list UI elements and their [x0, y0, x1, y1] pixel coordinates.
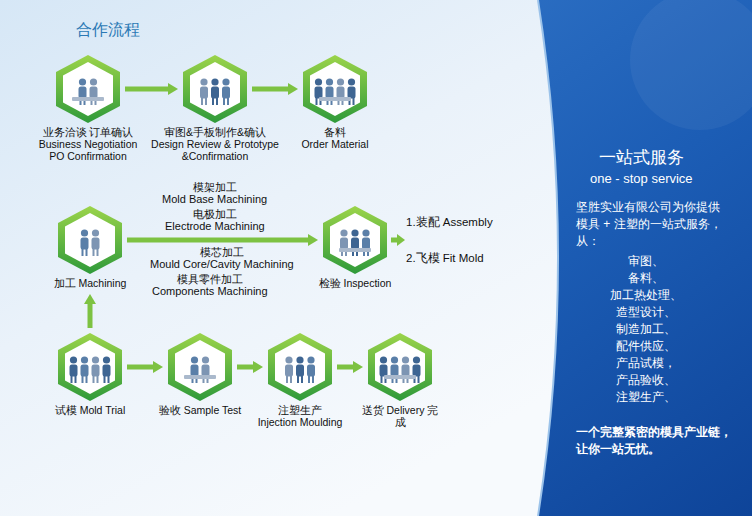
node-label: 试模 Mold Trial [55, 404, 125, 416]
node-label: 审图&手板制作&确认 [164, 126, 266, 138]
flow-arrow [125, 87, 170, 92]
hex-icon [323, 206, 387, 274]
step-note: 2.飞模 Fit Mold [406, 252, 484, 265]
node-label: 注塑生产 [278, 404, 322, 416]
glow [630, 0, 752, 130]
process-node: 试模 Mold Trial [58, 333, 122, 416]
panel-text: 配件供应、 [616, 339, 676, 353]
process-node: 业务洽谈 订单确认Business Negotiation PO Confirm… [56, 55, 120, 162]
step-note: 电极加工 [193, 208, 237, 221]
hex-icon [368, 333, 432, 401]
process-node: 加工 Machining [58, 206, 122, 289]
panel-text: 注塑生产、 [616, 390, 676, 404]
title: 合作流程 [76, 20, 140, 40]
panel-text: 一个完整紧密的模具产业链， 让你一站无忧。 [576, 424, 744, 458]
step-note: 模架加工 [193, 181, 237, 194]
hex-icon [56, 55, 120, 123]
step-note: Electrode Machining [165, 220, 265, 233]
flow-arrow [127, 238, 310, 243]
process-node: 备料Order Material [303, 55, 367, 150]
node-label: 检验 Inspection [319, 277, 392, 289]
step-note: Components Machining [152, 285, 268, 298]
node-label: 验收 Sample Test [159, 404, 242, 416]
hex-icon [58, 333, 122, 401]
flow-arrow [337, 365, 355, 370]
step-note: Mould Core/Cavity Machining [150, 258, 294, 271]
hex-icon [268, 333, 332, 401]
panel-text: 制造加工、 [616, 322, 676, 336]
node-label: 送货 Delivery 完成 [361, 404, 439, 428]
panel-text: 造型设计、 [616, 305, 676, 319]
small-arrow [391, 234, 405, 246]
node-label: 业务洽谈 订单确认 [43, 126, 134, 138]
flow-arrow [127, 365, 155, 370]
step-note: Mold Base Machining [162, 193, 267, 206]
node-label: Injection Moulding [258, 416, 343, 428]
process-node: 送货 Delivery 完成 [368, 333, 432, 428]
hex-icon [183, 55, 247, 123]
process-node: 审图&手板制作&确认Design Review & Prototype &Con… [183, 55, 247, 162]
node-label: Order Material [301, 138, 368, 150]
panel-text: 审图、 [628, 254, 664, 268]
light-panel [0, 0, 558, 516]
step-note: 模芯加工 [200, 246, 244, 259]
panel-text: 备料、 [628, 271, 664, 285]
process-node: 注塑生产Injection Moulding [268, 333, 332, 428]
node-label: 加工 Machining [54, 277, 127, 289]
step-note: 模具零件加工 [177, 273, 243, 286]
flow-arrow [88, 302, 93, 328]
panel-text: 一站式服务 [599, 148, 684, 168]
panel-edge [538, 0, 558, 516]
flow-arrow [252, 87, 290, 92]
node-label: Design Review & Prototype &Confirmation [140, 138, 290, 162]
hex-icon [168, 333, 232, 401]
panel-text: 产品试模， [616, 356, 676, 370]
process-node: 验收 Sample Test [168, 333, 232, 416]
hex-icon [303, 55, 367, 123]
panel-text: 产品验收、 [616, 373, 676, 387]
step-note: 1.装配 Assembly [406, 216, 493, 229]
flow-arrow [237, 365, 255, 370]
process-node: 检验 Inspection [323, 206, 387, 289]
panel-text: one - stop service [590, 171, 693, 186]
panel-text: 坚胜实业有限公司为你提供 模具 + 注塑的一站式服务， 从： [576, 199, 734, 250]
node-label: 备料 [324, 126, 346, 138]
hex-icon [58, 206, 122, 274]
panel-text: 加工热处理、 [610, 288, 682, 302]
node-label: Business Negotiation PO Confirmation [32, 138, 144, 162]
